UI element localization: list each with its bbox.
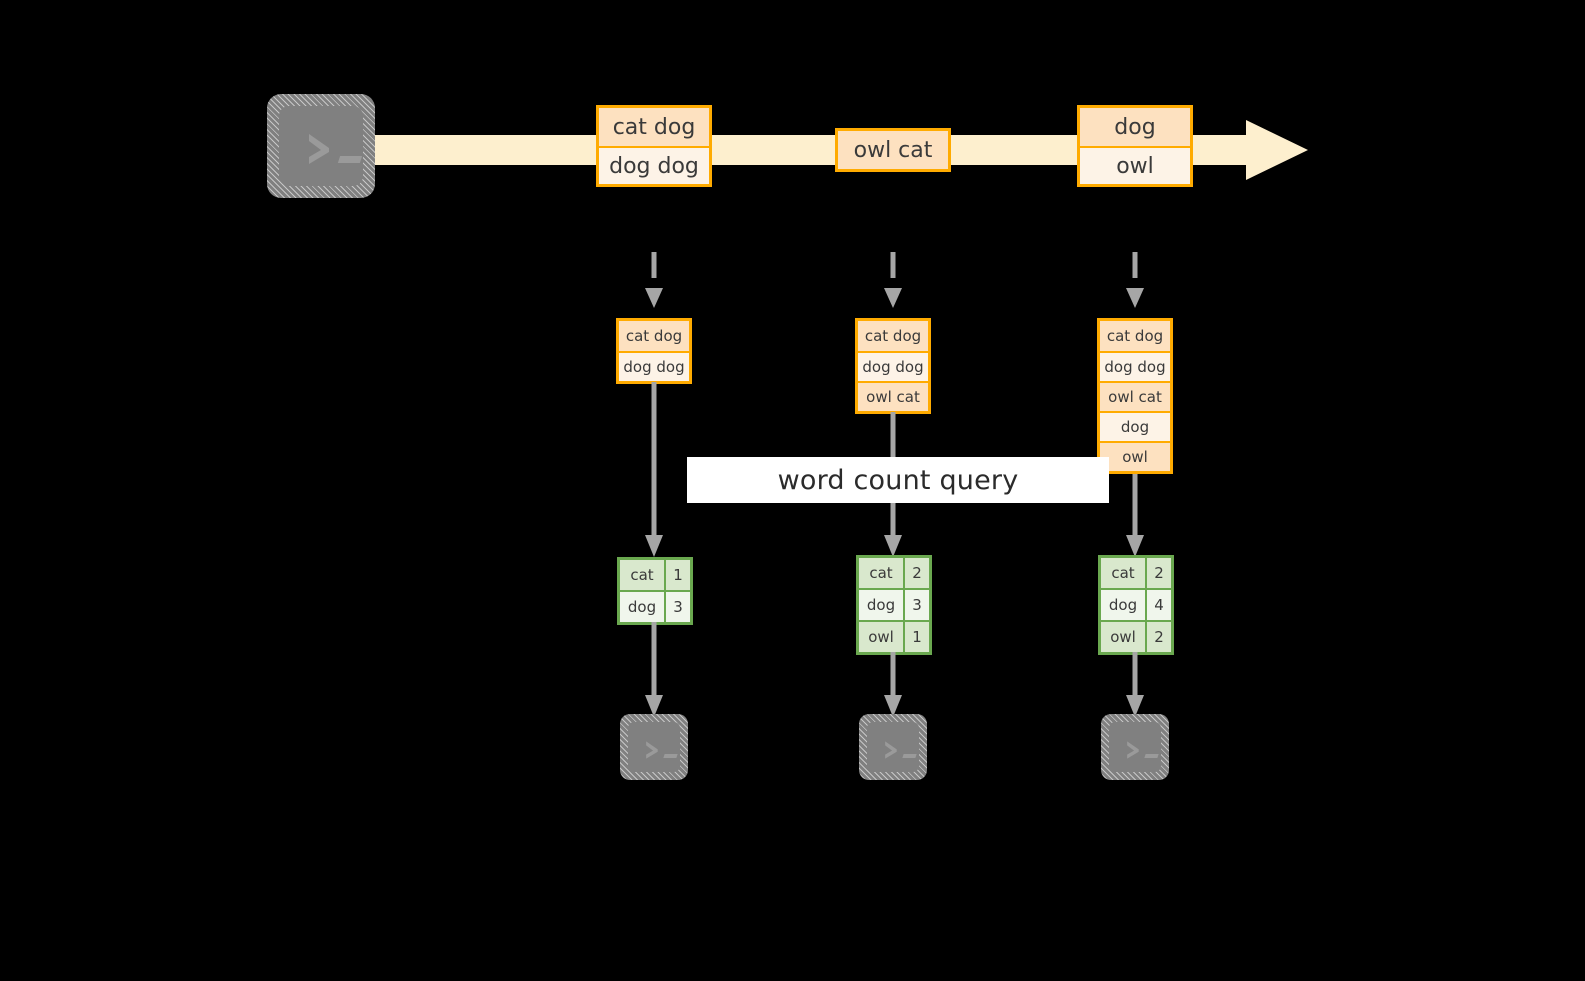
snapshot-line: cat dog: [858, 321, 928, 351]
result-count: 1: [905, 622, 929, 652]
result-row: cat 2: [1101, 558, 1171, 588]
sink-arrow-2: [883, 652, 903, 720]
prompt-cursor-icon: [337, 156, 363, 163]
prompt-chevron-icon: [645, 740, 660, 760]
stream-message-line: owl cat: [838, 131, 948, 169]
snapshot-line: dog dog: [1100, 351, 1170, 381]
result-word: cat: [1101, 558, 1147, 588]
snapshot-line: owl cat: [858, 381, 928, 411]
query-arrow-3: [1125, 474, 1145, 560]
result-count: 4: [1147, 590, 1171, 620]
stream-message-3: dog owl: [1077, 105, 1193, 187]
terminal-screen: [279, 106, 363, 186]
dashed-connector-2: [883, 252, 903, 312]
prompt-chevron-icon: [307, 132, 333, 166]
result-row: dog 4: [1101, 588, 1171, 620]
dashed-connector-1: [644, 252, 664, 312]
sink-terminal-icon-2: [859, 714, 927, 780]
sink-arrow-1: [644, 622, 664, 720]
snapshot-line: cat dog: [1100, 321, 1170, 351]
sink-arrow-3: [1125, 652, 1145, 720]
result-row: dog 3: [859, 588, 929, 620]
snapshot-line: dog: [1100, 411, 1170, 441]
snapshot-line: dog dog: [858, 351, 928, 381]
snapshot-line: dog dog: [619, 351, 689, 381]
snapshot-table-1: cat dog dog dog: [616, 318, 692, 384]
query-label-text: word count query: [777, 464, 1019, 496]
snapshot-line: cat dog: [619, 321, 689, 351]
stream-message-line: dog dog: [599, 146, 709, 184]
result-word: cat: [620, 560, 666, 590]
stream-message-line: cat dog: [599, 108, 709, 146]
prompt-cursor-icon: [663, 754, 678, 758]
snapshot-line: owl: [1100, 441, 1170, 471]
result-word: owl: [1101, 622, 1147, 652]
result-row: cat 1: [620, 560, 690, 590]
terminal-screen: [867, 722, 919, 772]
result-row: owl 1: [859, 620, 929, 652]
prompt-cursor-icon: [1144, 754, 1159, 758]
result-word: owl: [859, 622, 905, 652]
result-table-3: cat 2 dog 4 owl 2: [1098, 555, 1174, 655]
prompt-cursor-icon: [902, 754, 917, 758]
stream-message-line: dog: [1080, 108, 1190, 146]
result-count: 2: [905, 558, 929, 588]
result-word: dog: [859, 590, 905, 620]
snapshot-line: owl cat: [1100, 381, 1170, 411]
result-count: 2: [1147, 622, 1171, 652]
source-terminal-icon: [267, 94, 375, 198]
stream-message-1: cat dog dog dog: [596, 105, 712, 187]
prompt-chevron-icon: [1126, 740, 1141, 760]
result-count: 3: [666, 592, 690, 622]
result-word: dog: [1101, 590, 1147, 620]
snapshot-table-2: cat dog dog dog owl cat: [855, 318, 931, 414]
result-table-2: cat 2 dog 3 owl 1: [856, 555, 932, 655]
result-count: 1: [666, 560, 690, 590]
result-row: dog 3: [620, 590, 690, 622]
result-word: cat: [859, 558, 905, 588]
sink-terminal-icon-1: [620, 714, 688, 780]
result-count: 3: [905, 590, 929, 620]
result-row: cat 2: [859, 558, 929, 588]
stream-message-line: owl: [1080, 146, 1190, 184]
terminal-screen: [628, 722, 680, 772]
terminal-screen: [1109, 722, 1161, 772]
query-arrow-1: [644, 382, 664, 560]
result-table-1: cat 1 dog 3: [617, 557, 693, 625]
result-word: dog: [620, 592, 666, 622]
prompt-chevron-icon: [884, 740, 899, 760]
result-row: owl 2: [1101, 620, 1171, 652]
result-count: 2: [1147, 558, 1171, 588]
query-label-banner: word count query: [687, 457, 1109, 503]
dashed-connector-3: [1125, 252, 1145, 312]
snapshot-table-3: cat dog dog dog owl cat dog owl: [1097, 318, 1173, 474]
stream-message-2: owl cat: [835, 128, 951, 172]
sink-terminal-icon-3: [1101, 714, 1169, 780]
